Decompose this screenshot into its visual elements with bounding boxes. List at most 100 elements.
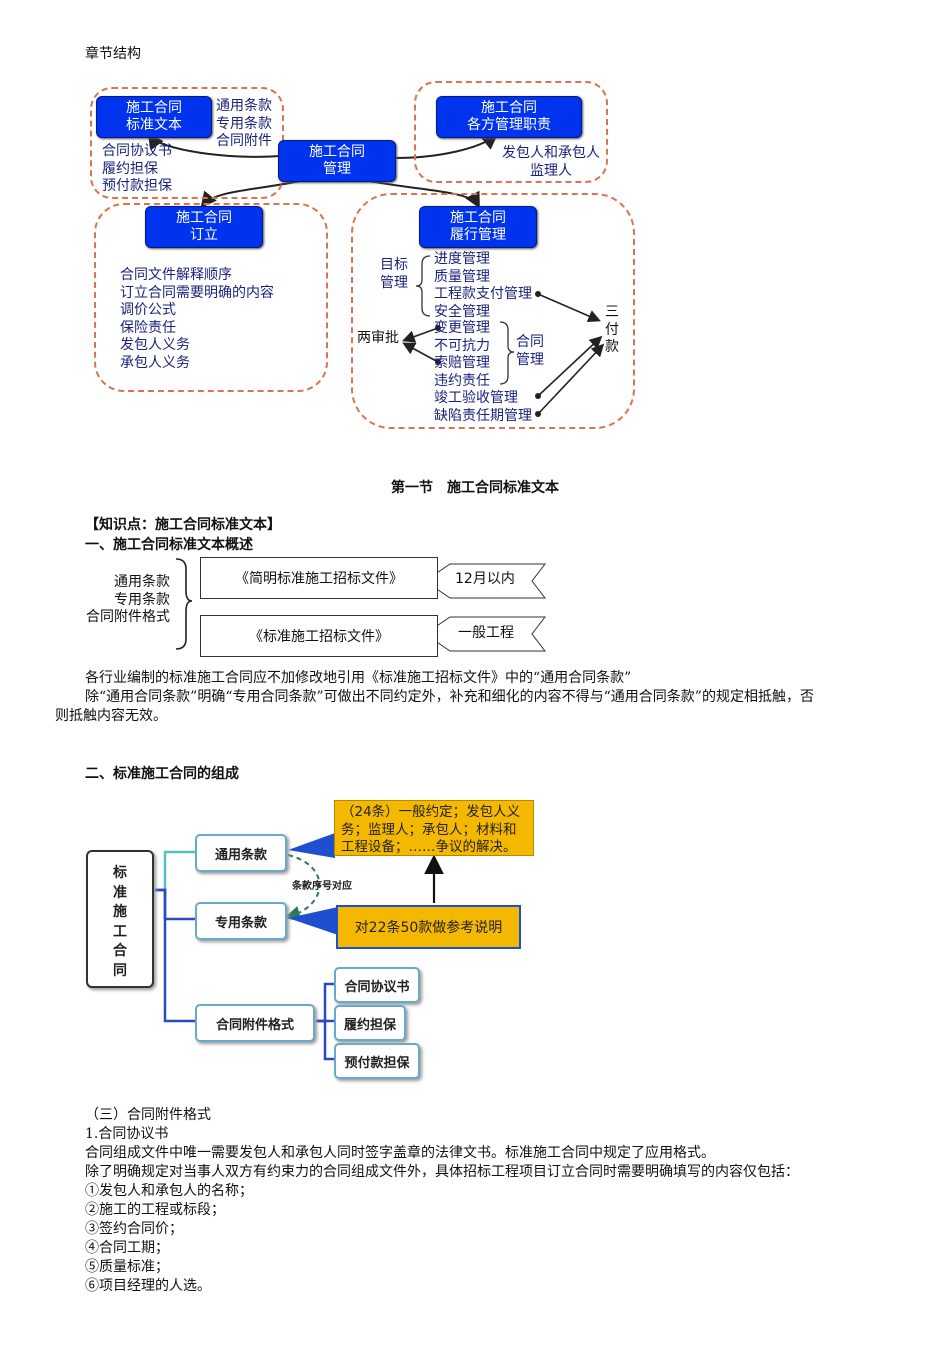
- diagram1-connectors: [147, 132, 605, 417]
- list-item: 不可抗力: [434, 337, 490, 354]
- list-item: 调价公式: [120, 302, 176, 318]
- section1-title: 第一节 施工合同标准文本: [391, 480, 559, 496]
- special-clause-node: 专用条款: [195, 902, 287, 940]
- subheading-agreement: 1.合同协议书: [85, 1126, 169, 1142]
- list-item: 保险责任: [120, 319, 176, 336]
- perform-group: [351, 193, 635, 429]
- root-char: 标: [113, 865, 127, 881]
- perform-box: 施工合同 履行管理: [419, 206, 537, 248]
- paragraph-special-line2: 则抵触内容无效。: [55, 708, 167, 724]
- target-label: 目标 管理: [380, 257, 408, 292]
- list-item: 履约担保: [102, 160, 158, 177]
- agreement-content-intro: 除了明确规定对当事人双方有约束力的合同组成文件外，具体招标工程项目订立合同时需要…: [85, 1164, 799, 1180]
- sign-box: 施工合同 订立: [145, 206, 263, 248]
- diagram3-connectors: [155, 833, 444, 1061]
- general-clause-callout: （24条）一般约定；发包人义 务；监理人；承包人；材料和 工程设备；……争议的解…: [334, 800, 534, 856]
- manage-box: 施工合同 管理: [278, 140, 396, 182]
- box-line: 施工合同: [126, 100, 182, 116]
- list-item: 通用条款: [114, 574, 170, 590]
- list-item: 合同附件: [216, 133, 272, 149]
- label-line: 管理: [380, 274, 408, 291]
- box-line: 管理: [323, 161, 351, 177]
- list-item: 预付款担保: [102, 178, 172, 194]
- list-item: 合同附件格式: [86, 609, 170, 625]
- list-item: 合同协议书: [102, 143, 172, 159]
- paragraph-special-line1: 除“通用合同条款”明确“专用合同条款”可做出不同约定外，补充和细化的内容不得与“…: [85, 689, 814, 705]
- standard-text-box: 施工合同 标准文本: [96, 96, 212, 138]
- contract-items: 变更管理 不可抗力 索赔管理 违约责任 竣工验收管理 缺陷责任期管理: [434, 320, 532, 425]
- simple-bid-doc-box: 《简明标准施工招标文件》: [200, 557, 438, 599]
- attachment-items: 合同协议书 履约担保 预付款担保: [102, 143, 172, 196]
- three-pay-label: 三 付 款: [605, 304, 619, 357]
- general-project-label: 一般工程: [458, 625, 514, 641]
- list-item: 违约责任: [434, 372, 490, 389]
- list-item: 通用条款: [216, 98, 272, 114]
- label-line: 合同: [516, 334, 544, 350]
- root-char: 同: [113, 962, 127, 979]
- list-item: 发包人和承包人: [502, 145, 600, 161]
- list-item: 缺陷责任期管理: [434, 407, 532, 424]
- performance-guarantee-node: 履约担保: [334, 1005, 406, 1041]
- root-char: 施: [113, 904, 127, 920]
- list-item: ④合同工期；: [85, 1240, 169, 1256]
- list-item: 合同文件解释顺序: [120, 267, 232, 283]
- within-12-months-label: 12月以内: [455, 571, 515, 587]
- diagram2-shapes: [175, 558, 547, 652]
- box-line: 施工合同: [450, 210, 506, 226]
- list-item: 订立合同需要明确的内容: [120, 284, 274, 301]
- root-char: 合: [113, 943, 127, 959]
- agreement-description: 合同组成文件中唯一需要发包人和承包人同时签字盖章的法律文书。标准施工合同中规定了…: [85, 1145, 715, 1161]
- list-item: 质量管理: [434, 268, 490, 285]
- list-item: 监理人: [530, 162, 572, 179]
- label-char: 付: [605, 321, 619, 338]
- clause-list: 通用条款 专用条款 合同附件格式: [84, 574, 170, 627]
- clause-correspond-label: 条款序号对应: [292, 881, 352, 892]
- list-item: ⑥项目经理的人选。: [85, 1278, 211, 1294]
- box-line: 订立: [190, 227, 218, 243]
- box-line: 标准文本: [126, 117, 182, 133]
- special-clause-callout: 对22条50款做参考说明: [336, 905, 521, 949]
- agreement-node: 合同协议书: [334, 967, 420, 1003]
- heading-composition: 二、标准施工合同的组成: [85, 766, 239, 782]
- callout-line: 工程设备；……争议的解决。: [341, 839, 517, 855]
- sign-items: 合同文件解释顺序 订立合同需要明确的内容 调价公式 保险责任 发包人义务 承包人…: [120, 267, 274, 372]
- agreement-content-list: ①发包人和承包人的名称； ②施工的工程或标段； ③签约合同价； ④合同工期； ⑤…: [85, 1182, 253, 1296]
- list-item: 安全管理: [434, 303, 490, 320]
- advance-payment-guarantee-node: 预付款担保: [334, 1043, 420, 1079]
- duties-items: 发包人和承包人 监理人: [500, 145, 602, 180]
- standard-text-items: 通用条款 专用条款 合同附件: [216, 98, 272, 151]
- box-line: 施工合同: [309, 144, 365, 160]
- standard-contract-root: 标 准 施 工 合 同: [86, 850, 154, 988]
- list-item: 工程款支付管理: [434, 286, 532, 302]
- list-item: 变更管理: [434, 320, 490, 336]
- label-line: 管理: [516, 351, 544, 368]
- standard-bid-doc-box: 《标准施工招标文件》: [200, 615, 438, 657]
- list-item: ①发包人和承包人的名称；: [85, 1183, 253, 1199]
- root-char: 准: [113, 884, 127, 901]
- list-item: ③签约合同价；: [85, 1221, 183, 1237]
- two-approval-label: 两审批: [357, 330, 399, 346]
- list-item: ②施工的工程或标段；: [85, 1202, 225, 1218]
- list-item: 承包人义务: [120, 354, 190, 371]
- contract-label: 合同 管理: [516, 334, 544, 369]
- general-clause-node: 通用条款: [195, 834, 287, 872]
- label-line: 目标: [380, 257, 408, 273]
- list-item: 竣工验收管理: [434, 390, 518, 406]
- list-item: 进度管理: [434, 251, 490, 267]
- list-item: 索赔管理: [434, 355, 490, 371]
- list-item: ⑤质量标准；: [85, 1259, 169, 1275]
- knowledge-point: 【知识点：施工合同标准文本】: [85, 517, 281, 533]
- label-char: 三: [605, 304, 619, 320]
- box-line: 施工合同: [176, 210, 232, 226]
- list-item: 发包人义务: [120, 337, 190, 353]
- paragraph-cite: 各行业编制的标准施工合同应不加修改地引用《标准施工招标文件》中的“通用合同条款”: [85, 670, 632, 686]
- sign-group: [94, 203, 328, 392]
- callout-line: （24条）一般约定；发包人义: [341, 804, 521, 820]
- duties-box: 施工合同 各方管理职责: [436, 96, 582, 138]
- attachment-format-node: 合同附件格式: [195, 1004, 315, 1042]
- root-char: 工: [113, 923, 127, 940]
- subheading-attachment: （三）合同附件格式: [85, 1107, 211, 1123]
- box-line: 各方管理职责: [467, 117, 551, 133]
- list-item: 专用条款: [114, 591, 170, 608]
- list-item: 专用条款: [216, 115, 272, 132]
